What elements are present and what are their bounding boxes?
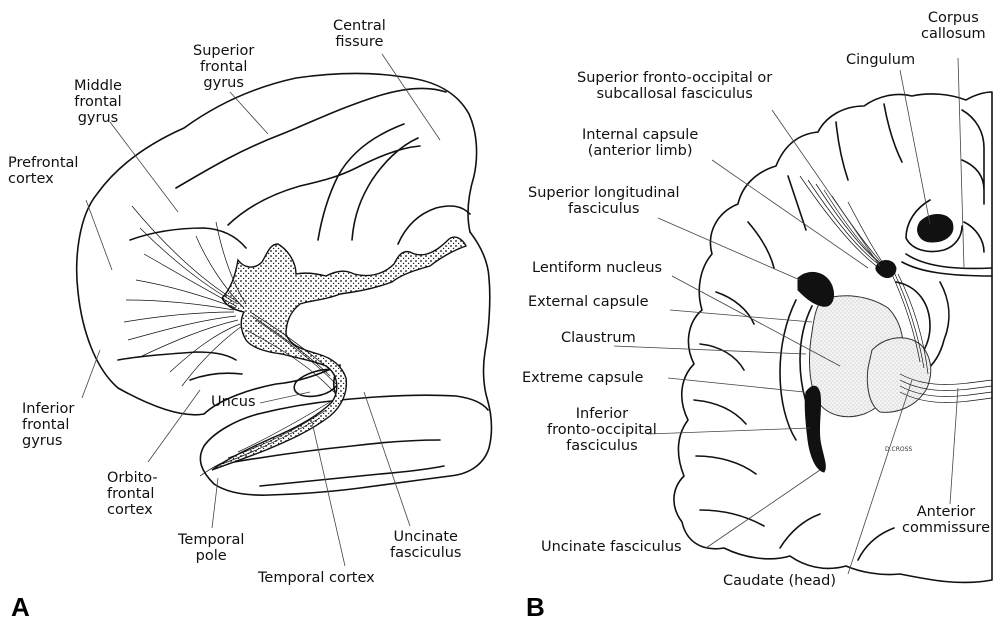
- label-central-fissure: Central fissure: [333, 18, 386, 50]
- panel-a-fibres: [124, 206, 336, 476]
- label-uncinate-fasciculus-b: Uncinate fasciculus: [541, 539, 682, 555]
- label-external-capsule: External capsule: [528, 294, 649, 310]
- sulcus-4: [696, 456, 756, 474]
- panel-a-tract-mass: [212, 237, 466, 470]
- sulcus-1: [716, 292, 754, 324]
- sulcus-9: [788, 176, 806, 230]
- orbital-gyrus-1: [118, 352, 236, 360]
- sulcus-6: [780, 514, 820, 548]
- label-temporal-pole: Temporal pole: [178, 532, 244, 564]
- sulcus-11: [884, 104, 902, 162]
- precentral-sulcus: [318, 124, 404, 240]
- label-inferior-fronto-occipital: Inferior fronto-occipital fasciculus: [547, 406, 657, 454]
- orbital-gyrus-2: [190, 373, 242, 380]
- corpus-callosum-band: [902, 254, 992, 276]
- panel-label-b: B: [526, 592, 545, 623]
- sulcus-7: [858, 528, 894, 560]
- superior-frontal-sulcus: [176, 89, 446, 188]
- sulcus-10: [836, 122, 848, 180]
- label-uncinate-fasciculus-a: Uncinate fasciculus: [390, 529, 461, 561]
- sulcus-8: [748, 222, 774, 268]
- subcallosal-blob: [876, 261, 896, 278]
- label-superior-fronto-occipital: Superior fronto-occipital or subcallosal…: [577, 70, 772, 102]
- label-caudate-head: Caudate (head): [723, 573, 836, 589]
- label-uncus: Uncus: [211, 394, 256, 410]
- sulcus-2: [700, 344, 744, 370]
- cingulum-blob: [918, 215, 953, 243]
- label-anterior-commissure: Anterior commissure: [902, 504, 990, 536]
- label-superior-frontal-gyrus: Superior frontal gyrus: [193, 43, 254, 91]
- label-middle-frontal-gyrus: Middle frontal gyrus: [74, 78, 122, 126]
- insula-outline: [780, 300, 796, 440]
- artist-signature: D.CROSS: [885, 446, 912, 453]
- temporal-sulcus-2: [260, 466, 444, 486]
- inferior-frontal-sulcus: [130, 228, 246, 248]
- label-orbitofrontal-cortex: Orbito- frontal cortex: [107, 470, 158, 518]
- panel-label-a: A: [11, 592, 30, 623]
- label-lentiform-nucleus: Lentiform nucleus: [532, 260, 662, 276]
- label-prefrontal-cortex: Prefrontal cortex: [8, 155, 78, 187]
- label-corpus-callosum: Corpus callosum: [921, 10, 986, 42]
- slf-blob: [798, 272, 834, 306]
- label-inferior-frontal-gyrus: Inferior frontal gyrus: [22, 401, 74, 449]
- sulcus-5: [700, 510, 764, 526]
- caudate-shape: [867, 338, 930, 413]
- central-sulcus: [352, 138, 418, 240]
- label-superior-longitudinal: Superior longitudinal fasciculus: [528, 185, 680, 217]
- label-cingulum: Cingulum: [846, 52, 915, 68]
- label-temporal-cortex: Temporal cortex: [258, 570, 375, 586]
- label-internal-capsule: Internal capsule (anterior limb): [582, 127, 698, 159]
- sulcus-3: [694, 400, 746, 424]
- label-claustrum: Claustrum: [561, 330, 636, 346]
- label-extreme-capsule: Extreme capsule: [522, 370, 643, 386]
